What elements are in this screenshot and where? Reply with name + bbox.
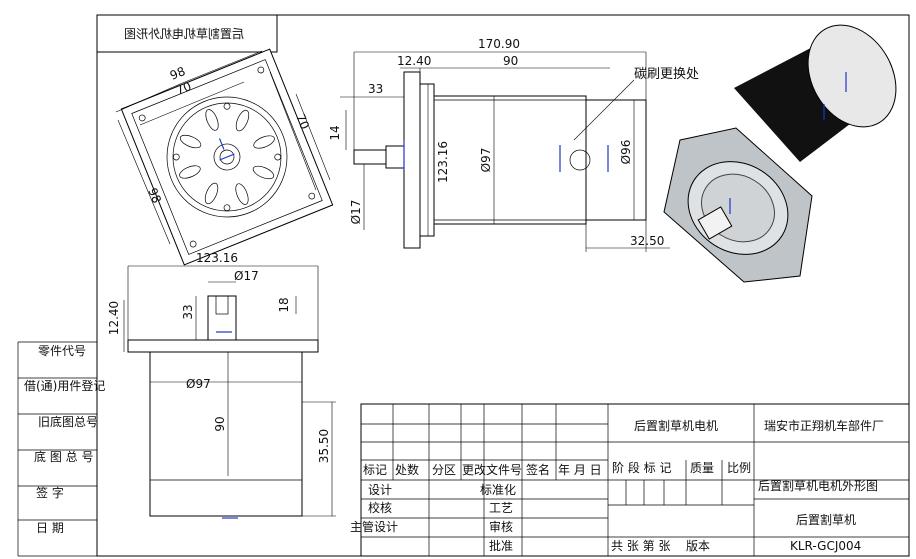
scale-header: 比例 <box>727 461 751 475</box>
sign-review: 审核 <box>489 519 513 534</box>
rev-header-count: 处数 <box>395 462 419 477</box>
top-end-len-dim: 35.50 <box>317 429 331 463</box>
top-key-dim: 18 <box>277 297 291 312</box>
side-label-borrowed-reg: 借(通)用件登记 <box>24 378 105 393</box>
side-label-old-base-no: 旧底图总号 <box>38 414 98 429</box>
flange-outer-dim: 98 <box>168 64 187 83</box>
stage-mark-header: 阶 段 标 记 <box>612 460 671 475</box>
shaft-dia-dim: Ø17 <box>349 200 363 225</box>
front-flange-view <box>120 48 334 266</box>
side-label-base-no: 底 图 总 号 <box>34 449 93 464</box>
body-dia-dim: Ø97 <box>479 148 493 173</box>
brush-replace-callout: 碳刷更换处 <box>634 67 699 82</box>
top-shaft-dia-dim: Ø17 <box>234 269 259 283</box>
pilot-dia-dim: 123.16 <box>436 141 450 183</box>
sign-process: 工艺 <box>489 501 513 515</box>
top-view-dimensions: 123.16 Ø17 18 33 12.40 Ø97 90 35.50 <box>107 251 336 517</box>
top-flange-width-dim: 123.16 <box>196 251 238 265</box>
header-note: 后置割草机电机外形图 <box>124 26 244 41</box>
top-shaft-len-dim: 33 <box>181 304 195 319</box>
sign-approve: 批准 <box>489 538 513 553</box>
sign-check: 校核 <box>368 500 392 515</box>
top-flange-thk-dim: 12.40 <box>107 301 121 335</box>
product-name: 后置割草机电机 <box>634 418 718 433</box>
header-note-box: 后置割草机电机外形图 <box>96 14 278 53</box>
body-length-dim: 90 <box>503 54 518 68</box>
mass-header: 质量 <box>690 461 714 475</box>
total-length-dim: 170.90 <box>478 37 520 51</box>
flange-holes-side-dim: 70 <box>293 112 312 131</box>
end-dia-dim: Ø96 <box>619 140 633 165</box>
flange-thickness-dim: 12.40 <box>397 54 431 68</box>
side-label-signature: 签 字 <box>36 485 64 500</box>
rev-header-signature: 签名 <box>526 462 550 477</box>
rev-header-zone: 分区 <box>432 463 456 477</box>
sub-name: 后置割草机 <box>796 512 856 527</box>
sign-chief-design: 主管设计 <box>350 519 398 534</box>
flange-outer-side-dim: 98 <box>145 186 164 205</box>
shaft-key-dim: 14 <box>328 125 342 140</box>
top-view <box>127 295 319 519</box>
rev-header-date: 年 月 日 <box>558 463 602 477</box>
sign-standardization: 标准化 <box>480 483 516 497</box>
drawing-name: 后置割草机电机外形图 <box>758 478 878 493</box>
title-block: 标记 处数 分区 更改文件号 签名 年 月 日 设计 校核 主管设计 标准化 工… <box>350 403 910 557</box>
side-label-date: 日 期 <box>36 521 64 535</box>
side-view <box>353 71 647 249</box>
company-name: 瑞安市正翔机车部件厂 <box>764 418 884 433</box>
sheet-info: 共 张 第 张 <box>611 539 670 553</box>
drawing-number: KLR-GCJ004 <box>790 539 861 553</box>
version-label: 版本 <box>686 539 710 553</box>
end-length-dim: 32.50 <box>630 234 664 248</box>
top-body-len-dim: 90 <box>213 416 227 431</box>
front-view-dimensions: 98 70 70 98 <box>115 50 331 245</box>
top-body-dia-dim: Ø97 <box>186 377 211 391</box>
rev-header-mark: 标记 <box>363 463 387 477</box>
side-label-strip: 零件代号 借(通)用件登记 旧底图总号 底 图 总 号 签 字 日 期 <box>17 341 105 557</box>
flange-holes-dim: 70 <box>174 79 193 98</box>
side-view-dimensions: 170.90 12.40 90 33 14 Ø17 123.16 Ø97 Ø96… <box>328 37 699 252</box>
side-label-part-code: 零件代号 <box>38 344 86 358</box>
isometric-motor-view <box>663 24 897 283</box>
rev-header-doc-no: 更改文件号 <box>462 462 522 477</box>
shaft-length-dim: 33 <box>368 82 383 96</box>
sign-design: 设计 <box>368 483 392 497</box>
